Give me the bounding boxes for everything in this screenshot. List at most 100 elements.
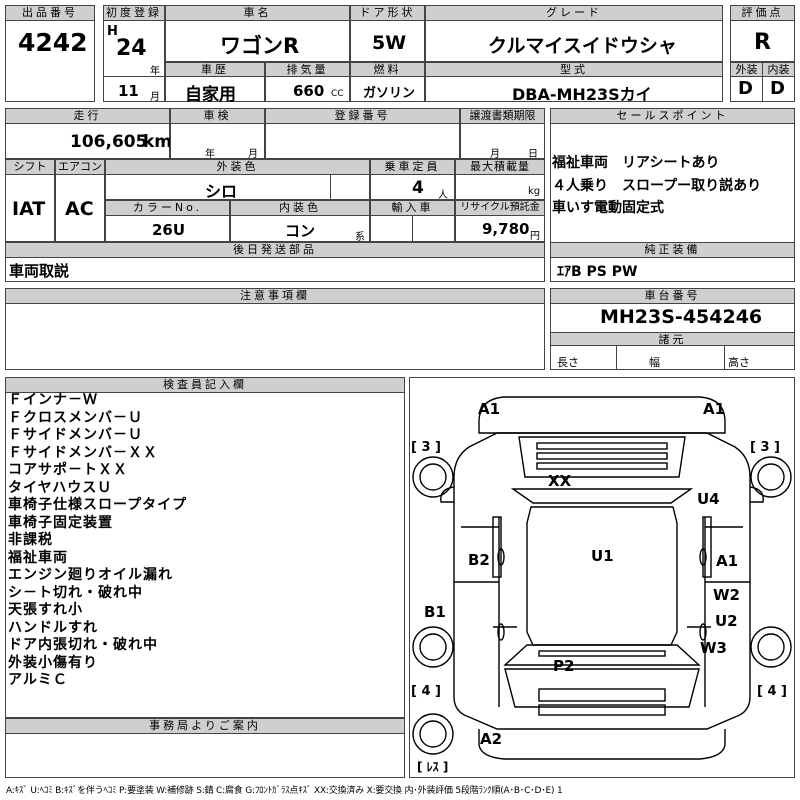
height-label: 高さ	[728, 356, 750, 369]
inspector-item: Ｆサイドメンバ－ＸＸ	[8, 444, 158, 461]
mileage-cell	[5, 123, 170, 159]
inspector-item: 福祉車両	[8, 549, 68, 566]
inspector-item: 非課税	[8, 532, 53, 548]
shift-header: シフト	[5, 159, 55, 175]
history-cell	[165, 76, 265, 102]
transfer-month-unit: 月	[490, 149, 500, 160]
lot-number-cell	[5, 20, 95, 102]
width-label: 幅	[649, 356, 660, 369]
inspector-item: エンジン廻りオイル漏れ	[8, 567, 173, 583]
import-header: 輸入車	[370, 200, 455, 216]
car-name-header: 車名	[165, 5, 350, 21]
divider	[616, 345, 617, 370]
inspector-item: Ｆインナ－Ｗ	[8, 392, 98, 408]
mileage-header: 走行	[5, 108, 170, 124]
inspector-item: アルミＣ	[8, 672, 68, 688]
capacity-cell	[370, 174, 455, 200]
era: H	[107, 24, 118, 39]
inspector-item: タイヤハウスＵ	[8, 479, 113, 496]
exterior-cell	[730, 76, 763, 102]
inspector-item: 天張すれ小	[8, 602, 83, 618]
reg-no-header: 登録番号	[265, 108, 460, 124]
inspector-item: シ－ト切れ・破れ中	[8, 584, 143, 601]
door-cell	[350, 20, 425, 62]
car-diagram-frame	[409, 377, 795, 778]
damage-label: A1	[478, 400, 501, 418]
legend: A:ｷｽﾞ U:ﾍｺﾐ B:ｷｽﾞを伴うﾍｺﾐ P:要塗装 W:補修跡 S:錆 …	[6, 786, 563, 796]
later-parts: 車両取説	[9, 262, 70, 280]
equipment-cell	[550, 257, 795, 282]
first-reg-cell	[103, 20, 165, 102]
load-header: 最大積載量	[455, 159, 545, 175]
inspector-item: 車椅子固定装置	[8, 514, 113, 531]
history-header: 車歴	[165, 62, 265, 77]
mileage-unit: km	[143, 132, 173, 152]
model-header: 型式	[425, 62, 723, 77]
damage-label: U4	[697, 490, 720, 508]
notes-cell	[5, 303, 545, 370]
office-cell	[5, 733, 405, 778]
damage-label: [ 4 ]	[757, 684, 787, 699]
displacement: 660	[293, 82, 325, 100]
interior-score: D	[770, 78, 785, 99]
damage-label: XX	[548, 472, 572, 490]
damage-label: [ 4 ]	[411, 684, 441, 699]
color-no-cell	[105, 215, 230, 242]
inspector-item: 車椅子仕様スロープタイプ	[8, 497, 188, 513]
fuel: ガソリン	[363, 86, 416, 101]
sales-points-header: セールスポイント	[550, 108, 795, 124]
recycle-unit: 円	[530, 231, 540, 242]
car-name: ワゴンR	[220, 34, 300, 58]
inspector-cell	[5, 392, 405, 718]
reg-no-cell	[265, 123, 460, 159]
lot-number-header: 出品番号	[5, 5, 95, 21]
inspector-item: Ｆクロスメンバ－Ｕ	[8, 409, 143, 426]
model-cell	[425, 76, 723, 102]
reg-month: 11	[118, 82, 139, 100]
damage-label: U1	[591, 547, 614, 565]
ac-cell	[55, 174, 105, 242]
int-color-header: 内装色	[230, 200, 370, 216]
divider	[330, 174, 331, 200]
damage-label: A2	[480, 730, 503, 748]
recycle-cell	[455, 215, 545, 242]
damage-label: [ 3 ]	[411, 440, 441, 455]
inspector-item: ハンドルすれ	[8, 619, 98, 636]
insp-month-unit: 月	[248, 149, 258, 160]
displacement-cell	[265, 76, 350, 102]
damage-label: A1	[716, 552, 739, 570]
recycle-fee: 9,780	[482, 220, 530, 238]
int-color-unit: 系	[355, 232, 365, 243]
shift: IAT	[12, 198, 46, 220]
damage-label: W3	[700, 639, 727, 657]
sales-points-cell	[550, 123, 795, 257]
fuel-header: 燃料	[350, 62, 425, 77]
color-header: 外装色	[105, 159, 370, 175]
damage-label: B1	[424, 603, 446, 621]
chassis-cell	[550, 303, 795, 333]
notes-header: 注意事項欄	[5, 288, 545, 304]
exterior-header: 外装	[730, 62, 763, 77]
displacement-header: 排気量	[265, 62, 350, 77]
spare-tire-label: [ ﾚｽ ]	[417, 760, 449, 774]
later-parts-cell	[5, 257, 545, 282]
insp-year-unit: 年	[205, 149, 215, 160]
grade: クルマイスイドウシャ	[488, 35, 677, 57]
model: DBA-MH23Sカイ	[512, 85, 652, 104]
transfer-cell	[460, 123, 545, 159]
grade-cell	[425, 20, 723, 62]
damage-label: [ 3 ]	[750, 440, 780, 455]
door: 5W	[372, 32, 407, 54]
color-no: 26U	[152, 221, 186, 239]
ac: AC	[65, 198, 94, 220]
chassis-number: MH23S-454246	[600, 306, 763, 328]
inspector-header: 検査員記入欄	[5, 377, 405, 393]
sales-point-3: 車いす電動固定式	[552, 200, 664, 216]
int-color-cell	[230, 215, 370, 242]
interior-cell	[762, 76, 795, 102]
equipment-header: 純正装備	[550, 242, 795, 258]
exterior-score: D	[738, 78, 753, 99]
body-color: シロ	[205, 182, 238, 201]
ac-header: エアコン	[55, 159, 105, 175]
dims-header: 諸元	[550, 332, 795, 346]
